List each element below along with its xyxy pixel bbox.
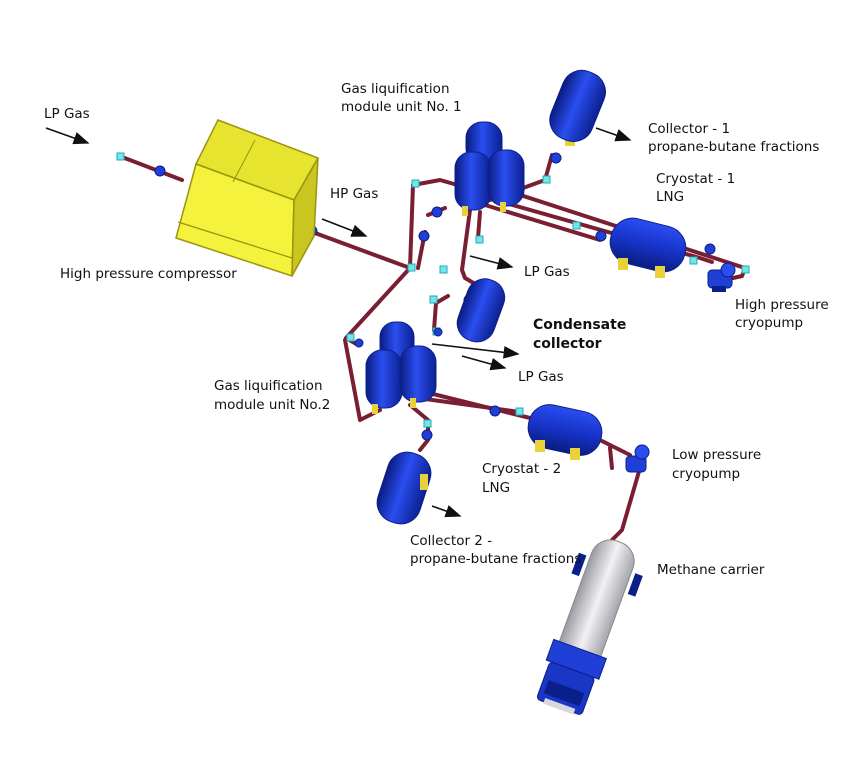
- label-cryostat-2-line1: Cryostat - 2: [482, 461, 562, 477]
- methane-carrier-truck: [536, 539, 643, 715]
- label-module-1-line1: Gas liquification: [341, 81, 450, 97]
- high-pressure-compressor: [175, 119, 320, 278]
- pipe-lp-inlet: [120, 155, 184, 182]
- label-collector-1-line1: Collector - 1: [648, 121, 731, 137]
- cryostat-1-tank: [609, 217, 687, 278]
- pipe-riser-2: [344, 266, 412, 347]
- label-module-2-line1: Gas liquification: [214, 378, 323, 394]
- gas-liquification-module-1: [454, 121, 525, 216]
- arrow-collector-2: [431, 505, 462, 518]
- label-condensate-line2: collector: [533, 336, 602, 352]
- label-cryostat-2-line2: LNG: [482, 480, 511, 496]
- label-hp-cryopump-line2: cryopump: [735, 315, 804, 331]
- pipe-to-lp-cryopump: [598, 438, 632, 457]
- label-lp-cryopump-line1: Low pressure: [672, 447, 762, 463]
- low-pressure-cryopump: [625, 444, 650, 473]
- collector-1-vessel: [549, 69, 606, 146]
- label-lp-gas-inlet: LP Gas: [44, 106, 90, 122]
- gas-liquification-module-2: [365, 321, 437, 414]
- label-condensate-line1: Condensate: [533, 317, 627, 333]
- collector-2-vessel: [376, 451, 432, 525]
- label-module-1-line2: module unit No. 1: [341, 99, 462, 115]
- label-hp-gas: HP Gas: [330, 186, 379, 202]
- label-cryostat-1-line2: LNG: [656, 189, 685, 205]
- label-lp-gas-1: LP Gas: [524, 264, 570, 280]
- high-pressure-cryopump: [707, 262, 736, 292]
- cryostat-2-tank: [527, 404, 603, 460]
- arrow-collector-1: [595, 127, 632, 142]
- arrow-lp-gas-in: [45, 127, 90, 145]
- flow-arrows: [45, 127, 632, 518]
- label-collector-2-line2: propane-butane fractions: [410, 551, 582, 567]
- pipe-to-tanker: [610, 466, 642, 542]
- label-high-pressure-compressor: High pressure compressor: [60, 266, 237, 282]
- label-methane-carrier: Methane carrier: [657, 562, 765, 578]
- label-cryostat-1-line1: Cryostat - 1: [656, 171, 736, 187]
- label-hp-cryopump-line1: High pressure: [735, 297, 829, 313]
- label-lp-cryopump-line2: cryopump: [672, 466, 741, 482]
- label-module-2-line2: module unit No.2: [214, 397, 331, 413]
- arrow-lp-gas-1: [469, 255, 514, 270]
- arrow-hp-gas: [321, 218, 368, 237]
- condensate-collector-vessel: [456, 278, 506, 343]
- arrow-lp-gas-2: [461, 355, 507, 371]
- arrow-condensate: [431, 343, 520, 359]
- pipe-riser-1: [408, 178, 470, 270]
- label-lp-gas-2: LP Gas: [518, 369, 564, 385]
- label-collector-1-line2: propane-butane fractions: [648, 139, 820, 155]
- label-collector-2-line1: Collector 2 -: [410, 533, 493, 549]
